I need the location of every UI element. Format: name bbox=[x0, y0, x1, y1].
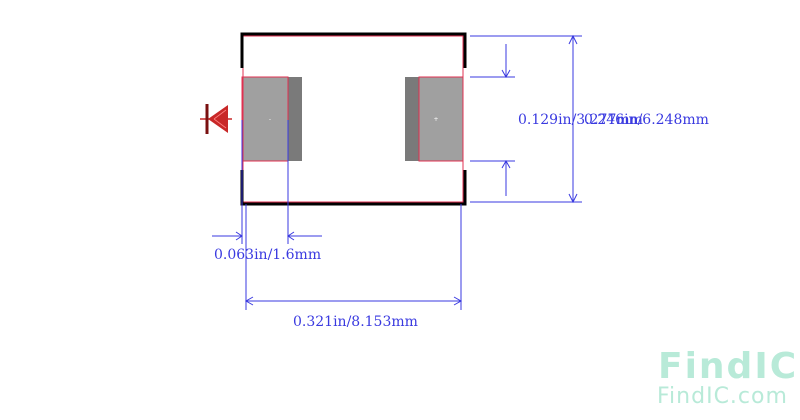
right-pad-shadow bbox=[405, 77, 419, 161]
left-pad-shadow bbox=[288, 77, 302, 161]
body-height-label: 0.246in/6.248mm bbox=[584, 112, 709, 128]
diode-polarity-icon bbox=[200, 104, 232, 134]
watermark-site: FindIC.com bbox=[657, 384, 788, 409]
body-inner-outline bbox=[242, 35, 464, 203]
watermark-logo: FindIC bbox=[658, 346, 798, 387]
body-length-dimension bbox=[244, 204, 463, 310]
body-height-dimension bbox=[470, 34, 582, 204]
pad-width-label: 0.063in/1.6mm bbox=[214, 247, 321, 263]
pad-width-dimension bbox=[212, 120, 322, 244]
pad-gap-dimension bbox=[470, 44, 515, 196]
right-pad-label: + bbox=[433, 116, 438, 123]
right-pad: + bbox=[418, 76, 464, 162]
left-pad-label: - bbox=[269, 116, 271, 123]
body-length-label: 0.321in/8.153mm bbox=[293, 314, 418, 330]
left-pad: - bbox=[241, 76, 289, 162]
pad-gap-label: 0.129in/3.277mm bbox=[518, 112, 643, 128]
findic-watermark: FindIC FindIC.com bbox=[657, 346, 798, 409]
